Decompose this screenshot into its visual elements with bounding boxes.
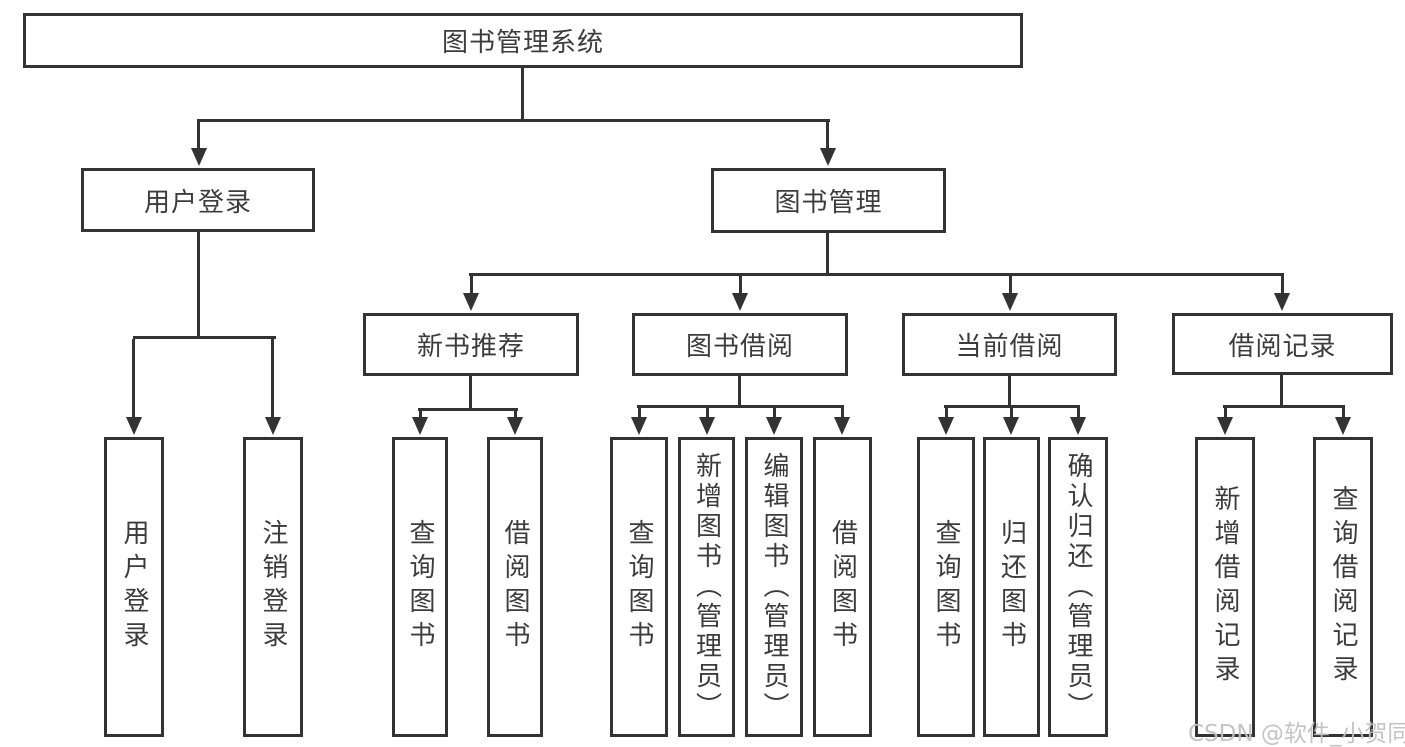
node-nbr-query-books-label: 查询图书 <box>405 519 435 655</box>
node-book-borrowing: 图书借阅 <box>632 313 848 376</box>
arrowhead-icon <box>699 417 715 435</box>
connector-line <box>1010 408 1013 417</box>
arrowhead-icon <box>463 293 479 311</box>
node-bb-borrow-books: 借阅图书 <box>813 437 872 737</box>
node-bb-query-books: 查询图书 <box>610 437 668 737</box>
arrowhead-icon <box>1070 417 1086 435</box>
connector-line <box>638 408 641 417</box>
node-cb-query-books-label: 查询图书 <box>931 519 961 655</box>
connector-line <box>132 339 135 417</box>
csdn-watermark: CSDN @软件_小贺同学 <box>1188 721 1405 747</box>
node-cb-query-books: 查询图书 <box>917 437 975 737</box>
connector-line <box>197 232 200 336</box>
connector-line <box>1077 408 1080 417</box>
connector-line <box>469 273 1284 276</box>
node-nbr-borrow-books-label: 借阅图书 <box>500 519 530 655</box>
node-br-add-record: 新增借阅记录 <box>1195 437 1255 737</box>
node-nbr-query-books: 查询图书 <box>392 437 448 737</box>
node-bb-borrow-books-label: 借阅图书 <box>827 519 858 655</box>
connector-line <box>469 376 472 408</box>
connector-line <box>637 405 844 408</box>
connector-line <box>841 408 844 417</box>
connector-line <box>706 408 709 417</box>
connector-line <box>521 68 524 119</box>
arrowhead-icon <box>507 417 523 435</box>
node-root: 图书管理系统 <box>23 13 1023 68</box>
node-current-borrowing: 当前借阅 <box>902 313 1117 376</box>
connector-line <box>418 408 518 411</box>
node-bb-add-books-label: 新增图书（管理员） <box>691 452 722 722</box>
connector-line <box>197 119 200 150</box>
connector-line <box>1223 405 1345 408</box>
node-cb-return-books-label: 归还图书 <box>996 519 1027 655</box>
node-cb-return-books: 归还图书 <box>983 437 1040 737</box>
node-br-query-record: 查询借阅记录 <box>1313 437 1373 737</box>
connector-line <box>419 411 422 417</box>
node-user-login-label: 用户登录 <box>143 187 252 218</box>
arrowhead-icon <box>834 417 850 435</box>
node-current-borrowing-label: 当前借阅 <box>955 332 1064 362</box>
node-bb-query-books-label: 查询图书 <box>624 519 654 655</box>
node-br-query-record-label: 查询借阅记录 <box>1328 485 1358 689</box>
connector-line <box>197 119 830 122</box>
arrowhead-icon <box>938 417 954 435</box>
node-logout-leaf: 注销登录 <box>243 437 303 737</box>
connector-line <box>738 376 741 405</box>
connector-line <box>1342 408 1345 417</box>
connector-line <box>1281 276 1284 293</box>
connector-line <box>826 233 829 273</box>
node-nbr-borrow-books: 借阅图书 <box>487 437 543 737</box>
arrowhead-icon <box>1003 417 1019 435</box>
node-book-management-label: 图书管理 <box>774 188 883 218</box>
node-br-add-record-label: 新增借阅记录 <box>1210 485 1240 689</box>
connector-line <box>1280 375 1283 405</box>
node-book-management: 图书管理 <box>711 168 946 233</box>
connector-line <box>945 408 948 417</box>
node-book-borrowing-label: 图书借阅 <box>685 332 794 362</box>
connector-line <box>826 119 829 150</box>
arrowhead-icon <box>1274 293 1290 311</box>
arrowhead-icon <box>412 417 428 435</box>
node-bb-edit-books-label: 编辑图书（管理员） <box>759 452 789 722</box>
arrowhead-icon <box>265 417 281 435</box>
connector-line <box>514 411 517 417</box>
node-borrowing-records: 借阅记录 <box>1172 313 1393 375</box>
node-bb-edit-books: 编辑图书（管理员） <box>745 437 803 737</box>
arrowhead-icon <box>631 417 647 435</box>
node-cb-confirm-return: 确认归还（管理员） <box>1048 437 1108 737</box>
arrowhead-icon <box>191 148 207 166</box>
node-cb-confirm-return-label: 确认归还（管理员） <box>1063 452 1093 722</box>
arrowhead-icon <box>1335 417 1351 435</box>
node-logout-leaf-label: 注销登录 <box>258 519 288 655</box>
connector-line <box>773 408 776 417</box>
node-login-leaf-label: 用户登录 <box>119 519 149 655</box>
connector-line <box>1009 276 1012 293</box>
connector-line <box>271 339 274 417</box>
arrowhead-icon <box>766 417 782 435</box>
arrowhead-icon <box>1002 293 1018 311</box>
node-new-book-recommend-label: 新书推荐 <box>416 332 525 362</box>
node-login-leaf: 用户登录 <box>104 437 164 737</box>
node-borrowing-records-label: 借阅记录 <box>1228 331 1337 362</box>
connector-line <box>739 276 742 293</box>
connector-line <box>1224 408 1227 417</box>
connector-line <box>1008 376 1011 405</box>
connector-line <box>944 405 1080 408</box>
node-root-label: 图书管理系统 <box>441 28 604 58</box>
arrowhead-icon <box>820 148 836 166</box>
arrowhead-icon <box>126 417 142 435</box>
connector-line <box>470 276 473 293</box>
arrowhead-icon <box>1217 417 1233 435</box>
node-new-book-recommend: 新书推荐 <box>363 313 579 376</box>
node-user-login: 用户登录 <box>81 168 315 232</box>
connector-line <box>133 336 276 339</box>
arrowhead-icon <box>732 293 748 311</box>
node-bb-add-books: 新增图书（管理员） <box>678 437 735 737</box>
